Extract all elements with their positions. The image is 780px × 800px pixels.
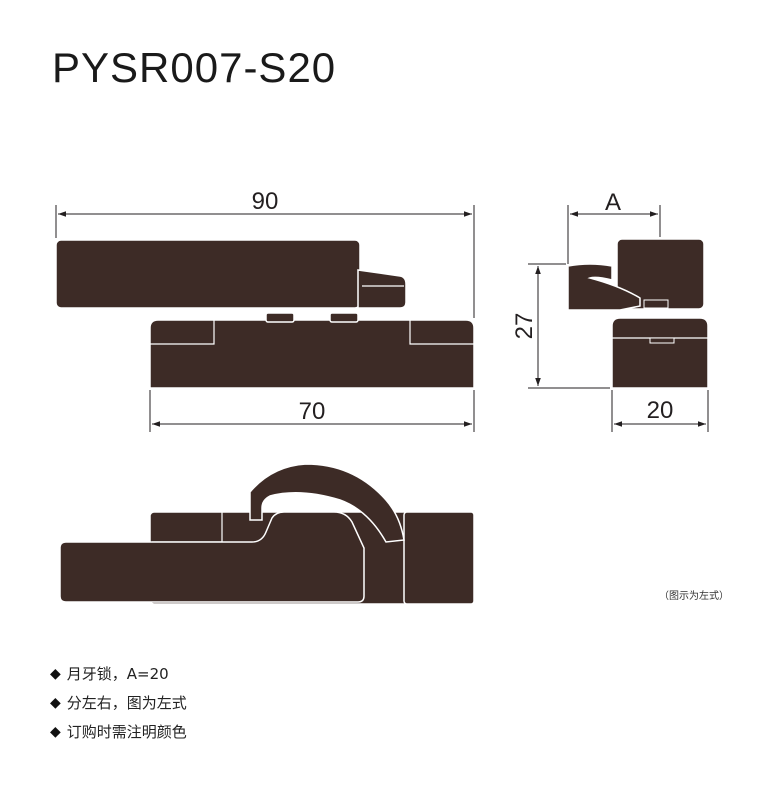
left-style-note: （图示为左式） [659,591,729,602]
top-view [59,463,475,605]
dimension-90-label: 90 [252,188,279,215]
feature-item: ◆ 分左右，图为左式 [50,689,187,718]
dimension-a-label: A [605,189,621,216]
dimension-27 [528,263,610,389]
feature-item: ◆ 月牙锁，A=20 [50,660,187,689]
side-view-base [611,317,709,389]
feature-list: ◆ 月牙锁，A=20 ◆ 分左右，图为左式 ◆ 订购时需注明颜色 [50,660,187,747]
side-view-hook [567,263,641,311]
dimension-70-label: 70 [299,398,326,425]
front-view-top-bar [55,239,361,309]
dimension-70 [149,390,475,432]
feature-text: 分左右，图为左式 [66,694,187,712]
top-view-lever [59,511,365,603]
side-view [567,238,709,389]
diamond-bullet-icon: ◆ [50,666,61,682]
dimension-90 [55,205,475,318]
feature-item: ◆ 订购时需注明颜色 [50,718,187,747]
side-view-block [616,238,705,310]
front-view [55,239,475,389]
front-view-base [149,319,475,389]
feature-text: 月牙锁，A=20 [66,665,169,683]
diamond-bullet-icon: ◆ [50,724,61,740]
front-view-tongue [357,269,407,309]
product-code-title: PYSR007-S20 [52,44,337,91]
dimension-a [567,205,661,264]
dimension-20-label: 20 [647,397,674,424]
dimension-27-label: 27 [511,313,538,340]
front-view-screw-left [265,312,295,323]
top-view-crescent [249,463,405,543]
front-view-screw-right [329,312,359,323]
diamond-bullet-icon: ◆ [50,695,61,711]
dimension-20 [611,390,709,432]
feature-text: 订购时需注明颜色 [66,723,187,741]
top-view-right-block [403,511,475,605]
